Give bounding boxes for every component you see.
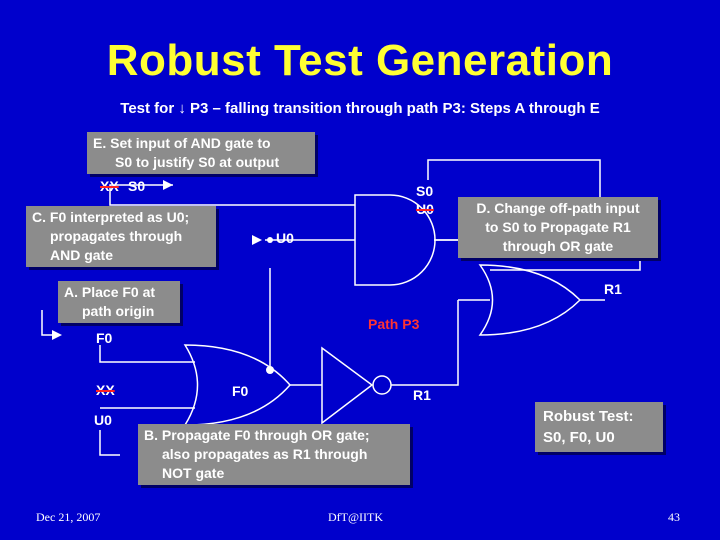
label-path-p3: Path P3 xyxy=(368,316,420,332)
label-r1-not-out: R1 xyxy=(413,387,431,403)
robust-test-line2: S0, F0, U0 xyxy=(543,429,615,446)
arrow-a-to-f0 xyxy=(52,330,62,340)
label-and-out-s0: S0 xyxy=(416,183,434,199)
box-step-c: C. F0 interpreted as U0; propagates thro… xyxy=(26,206,216,267)
footer-date: Dec 21, 2007 xyxy=(36,510,101,524)
box-robust-test: Robust Test: S0, F0, U0 xyxy=(535,402,663,452)
label-and-out-u0: U0 xyxy=(416,201,434,217)
box-step-b: B. Propagate F0 through OR gate; also pr… xyxy=(138,424,410,485)
slide-subtitle: Test for ↓ P3 – falling transition throu… xyxy=(120,100,600,117)
box-step-e-line2: S0 to justify S0 at output xyxy=(115,154,280,170)
box-step-e: E. Set input of AND gate to S0 to justif… xyxy=(87,132,315,174)
label-xx-top: XX xyxy=(100,178,119,194)
or-gate-top xyxy=(478,264,582,336)
label-f0-or-out: F0 xyxy=(232,383,249,399)
box-step-e-line1: E. Set input of AND gate to xyxy=(93,135,271,151)
box-step-d-line2: to S0 to Propagate R1 xyxy=(485,219,631,235)
wire-and-input-top xyxy=(109,184,355,206)
wire-or-bottom-input-top xyxy=(99,345,195,363)
branch-dot-and xyxy=(267,237,273,243)
box-step-a: A. Place F0 at path origin xyxy=(58,281,180,323)
not-gate xyxy=(321,346,374,425)
arrow-to-s0 xyxy=(163,180,173,190)
footer-page-number: 43 xyxy=(668,510,680,524)
wire-u0-bottom xyxy=(99,430,120,456)
box-step-d-line1: D. Change off-path input xyxy=(476,200,640,216)
box-step-b-line2: also propagates as R1 through xyxy=(162,446,368,462)
box-step-c-line2: propagates through xyxy=(50,228,183,244)
label-s0-top: S0 xyxy=(128,178,146,194)
slide-title: Robust Test Generation xyxy=(106,36,614,85)
box-step-b-line3: NOT gate xyxy=(162,465,225,481)
box-step-c-line3: AND gate xyxy=(50,247,114,263)
box-step-b-line1: B. Propagate F0 through OR gate; xyxy=(144,427,370,443)
robust-test-line1: Robust Test: xyxy=(543,408,634,425)
label-r1-or-in: R1 xyxy=(604,281,622,297)
box-step-d-line3: through OR gate xyxy=(502,238,614,254)
footer-center: DfT@IITK xyxy=(328,510,384,524)
label-xx-bottom: XX xyxy=(96,382,115,398)
box-step-d: D. Change off-path input to S0 to Propag… xyxy=(458,197,658,258)
and-gate xyxy=(354,194,436,286)
branch-dot xyxy=(266,366,274,374)
wire-not-to-or xyxy=(391,300,459,386)
box-step-c-line1: C. F0 interpreted as U0; xyxy=(32,209,190,225)
box-step-a-line1: A. Place F0 at xyxy=(64,284,156,300)
label-f0-left: F0 xyxy=(96,330,113,346)
label-u0-bottom: U0 xyxy=(94,412,112,428)
arrow-c-to-u0 xyxy=(252,235,262,245)
or-gate-bottom xyxy=(183,344,291,426)
not-gate-bubble xyxy=(372,375,392,395)
box-step-a-line2: path origin xyxy=(82,303,155,319)
wire-feedback-loop xyxy=(427,159,601,200)
label-u0-mid: U0 xyxy=(276,230,294,246)
